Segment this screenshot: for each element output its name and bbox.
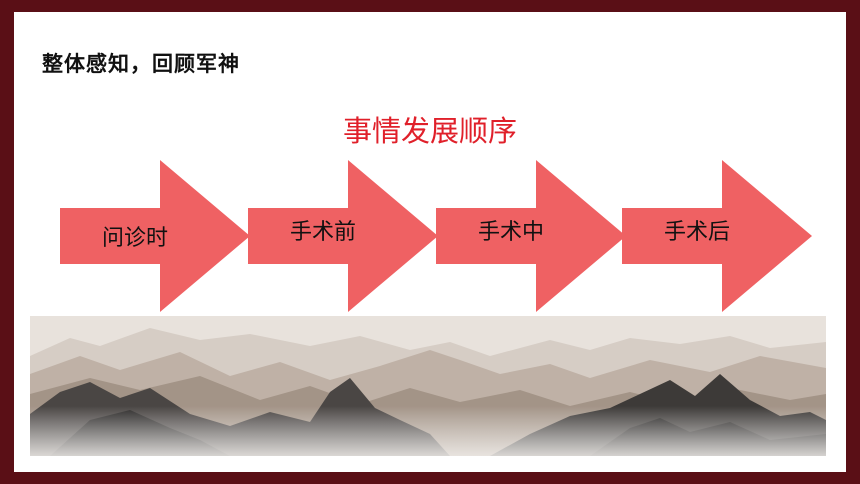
step-arrow-3: 手术中 [436,160,626,312]
arrow-shape [622,160,812,312]
step-arrow-2: 手术前 [248,160,438,312]
arrow-shape [248,160,438,312]
arrow-shape [436,160,626,312]
step-arrow-1: 问诊时 [60,160,250,312]
step-label: 手术中 [477,220,544,245]
arrow-shape [60,160,250,312]
step-label: 手术前 [289,220,356,245]
step-label: 问诊时 [101,226,168,251]
step-label: 手术后 [663,220,730,245]
slide-canvas: 整体感知，回顾军神 事情发展顺序 问诊时 手术前 手术中 手术后 [14,12,846,472]
ink-mountain-landscape [30,316,826,456]
step-arrow-4: 手术后 [622,160,812,312]
section-heading: 整体感知，回顾军神 [42,51,240,76]
sequence-title: 事情发展顺序 [342,114,517,148]
